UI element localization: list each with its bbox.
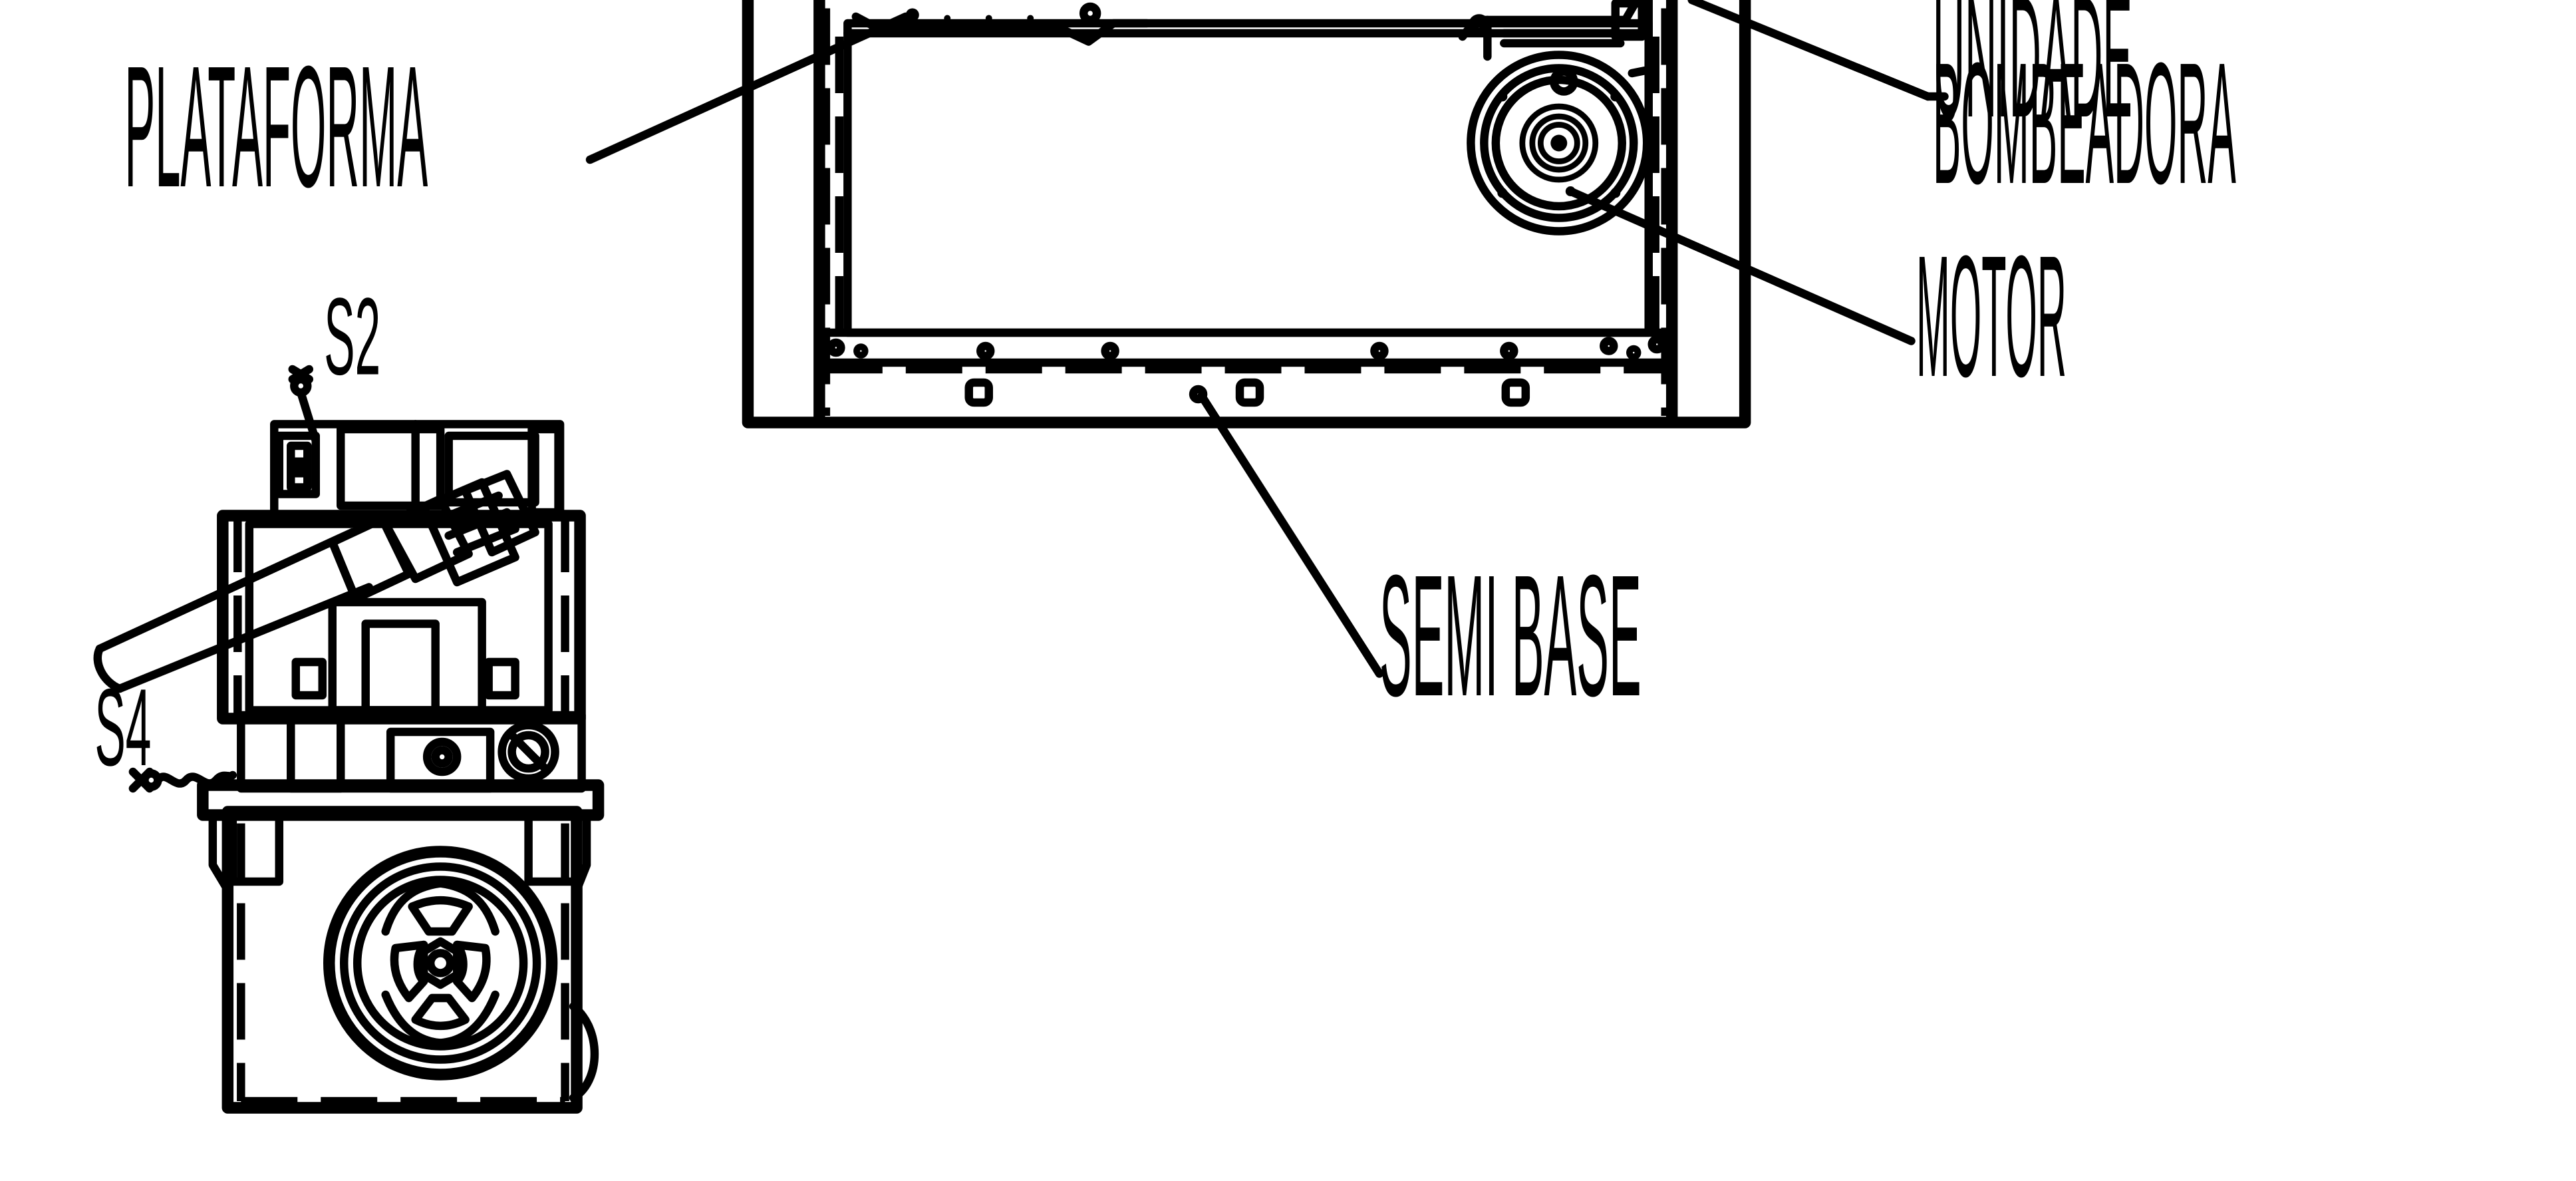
leader-motor: [1566, 187, 1916, 345]
label-s2: S2: [324, 275, 380, 397]
outer-frame: [742, 0, 1751, 428]
top-view-assembly: [742, 0, 1751, 428]
pump-unit-bracket: [1458, 0, 1653, 78]
leader-plataforma: [585, 12, 911, 164]
platform-bolt: [1079, 2, 1101, 25]
semi-base-bar: [815, 328, 1676, 367]
base-feet: [964, 378, 1530, 407]
platform-screw: [985, 15, 992, 22]
s4-sensor: [128, 767, 237, 793]
side-view-assembly: [93, 365, 605, 1114]
base-bolts: [827, 335, 1666, 361]
leader-unidade: [1687, 0, 1932, 101]
leader-lines: [585, 0, 1949, 678]
s2-sensor: [288, 365, 321, 445]
pump-lower-section: [237, 711, 586, 793]
pulley-wheel: [323, 846, 558, 1081]
leader-semi-base: [1197, 391, 1384, 678]
platform-screw: [944, 15, 951, 22]
label-motor: MOTOR: [1916, 220, 2067, 413]
label-bombeadora: BOMBEADORA: [1933, 27, 2236, 220]
label-s4: S4: [94, 666, 151, 788]
label-plataforma: PLATAFORMA: [124, 30, 428, 223]
hose: [93, 470, 539, 693]
label-semi-base: SEMI BASE: [1379, 539, 1642, 732]
motor-drawing: [1467, 51, 1651, 236]
label-unidade: UNIDADE: [1933, 0, 2132, 153]
side-base-bulge: [569, 1002, 599, 1102]
platform-screw: [1027, 15, 1034, 22]
platform-outline: [843, 19, 1653, 337]
